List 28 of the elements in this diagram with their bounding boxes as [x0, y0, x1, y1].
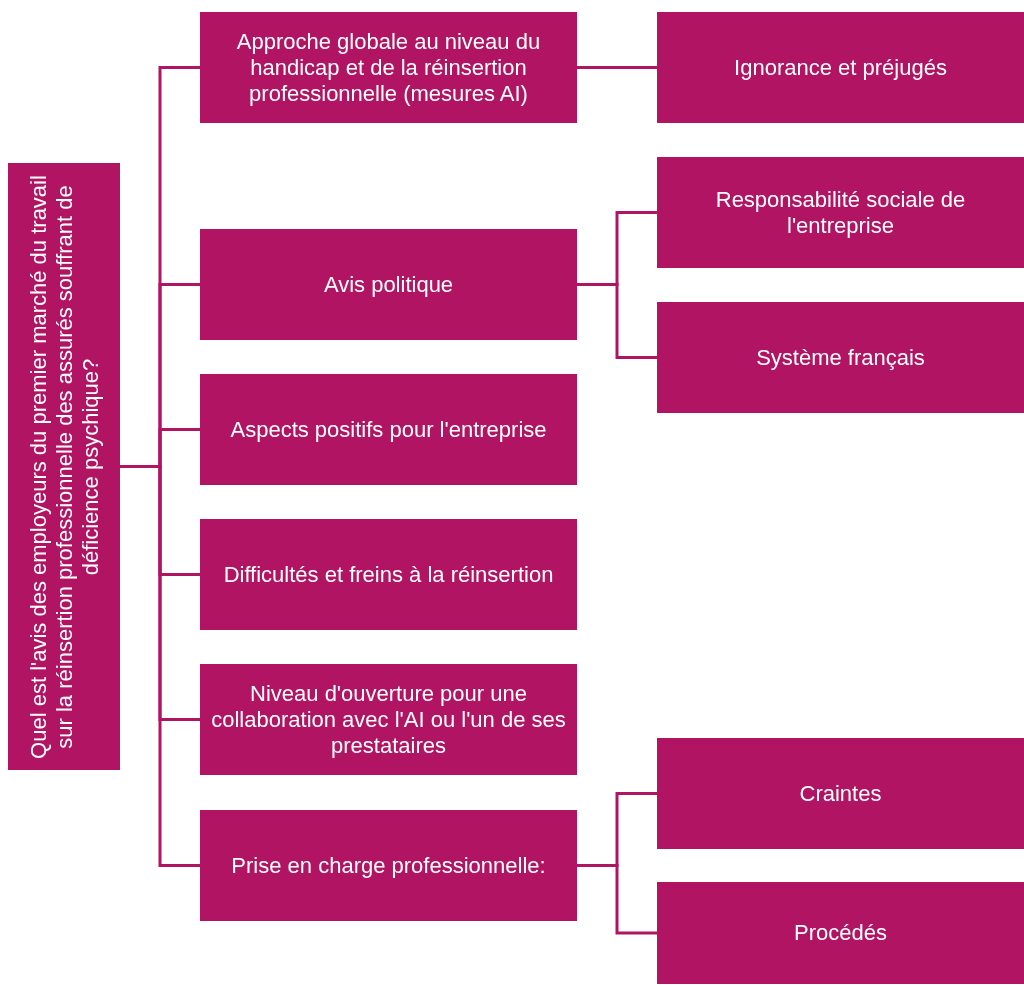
question-text: Quel est l'avis des employeurs du premier marché du travail sur la réinsertion professionnelle des assurés souffrant de déficience psychique?: [25, 173, 103, 761]
topic-text: Difficultés et freins à la réinsertion: [223, 561, 554, 588]
topic-box: [200, 519, 577, 630]
topic-text: Responsabilité sociale de l'entreprise: [714, 186, 967, 239]
topic-text: Procédés: [794, 920, 887, 946]
topic-box: [200, 664, 577, 775]
topic-text: Approche globale au niveau du handicap et de la réinsertion professionnelle (mesures AI): [235, 28, 542, 107]
topic-box: [200, 374, 577, 485]
topic-box: [657, 738, 1024, 849]
topic-text: Niveau d'ouverture pour une collaboration avec l'AI ou l'un de ses prestataires: [210, 680, 567, 759]
topic-text: Avis politique: [323, 271, 454, 298]
topic-box: [657, 12, 1024, 123]
topic-box: [200, 810, 577, 921]
topic-box: [200, 12, 577, 123]
topic-box: [657, 882, 1024, 984]
topic-text: Craintes: [799, 780, 882, 807]
topic-box: [8, 163, 120, 770]
topic-box: [657, 302, 1024, 413]
topic-box: [200, 229, 577, 340]
connector-line: [120, 465, 200, 867]
connector-line: [577, 864, 657, 935]
connector-line: [577, 283, 657, 359]
topic-text: Ignorance et préjugés: [734, 54, 947, 81]
topic-text: Système français: [756, 344, 925, 371]
topic-box: [657, 157, 1024, 268]
connector-line: [577, 66, 657, 69]
topic-text: Prise en charge professionnelle:: [231, 852, 546, 879]
topic-text: Aspects positifs pour l'entreprise: [230, 416, 547, 443]
